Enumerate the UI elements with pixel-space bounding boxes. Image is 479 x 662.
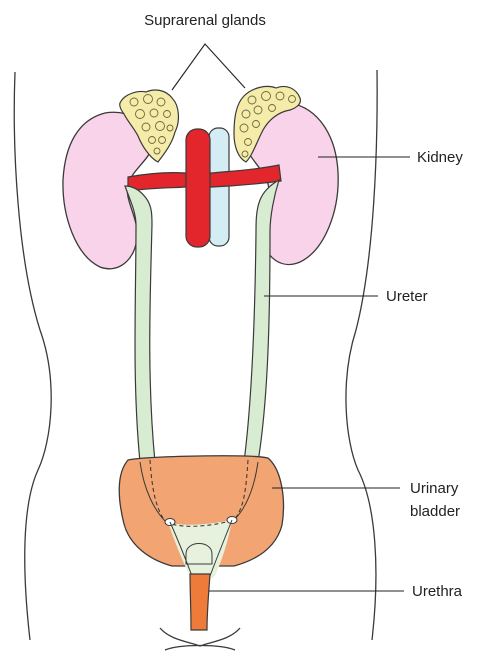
urethra <box>190 574 210 630</box>
label-bladder: bladder <box>410 503 460 520</box>
label-suprarenal-glands: Suprarenal glands <box>144 12 266 29</box>
label-urethra: Urethra <box>412 583 463 600</box>
abdominal-aorta <box>186 129 210 247</box>
label-kidney: Kidney <box>417 149 463 166</box>
label-urinary: Urinary <box>410 480 459 497</box>
label-ureter: Ureter <box>386 288 428 305</box>
